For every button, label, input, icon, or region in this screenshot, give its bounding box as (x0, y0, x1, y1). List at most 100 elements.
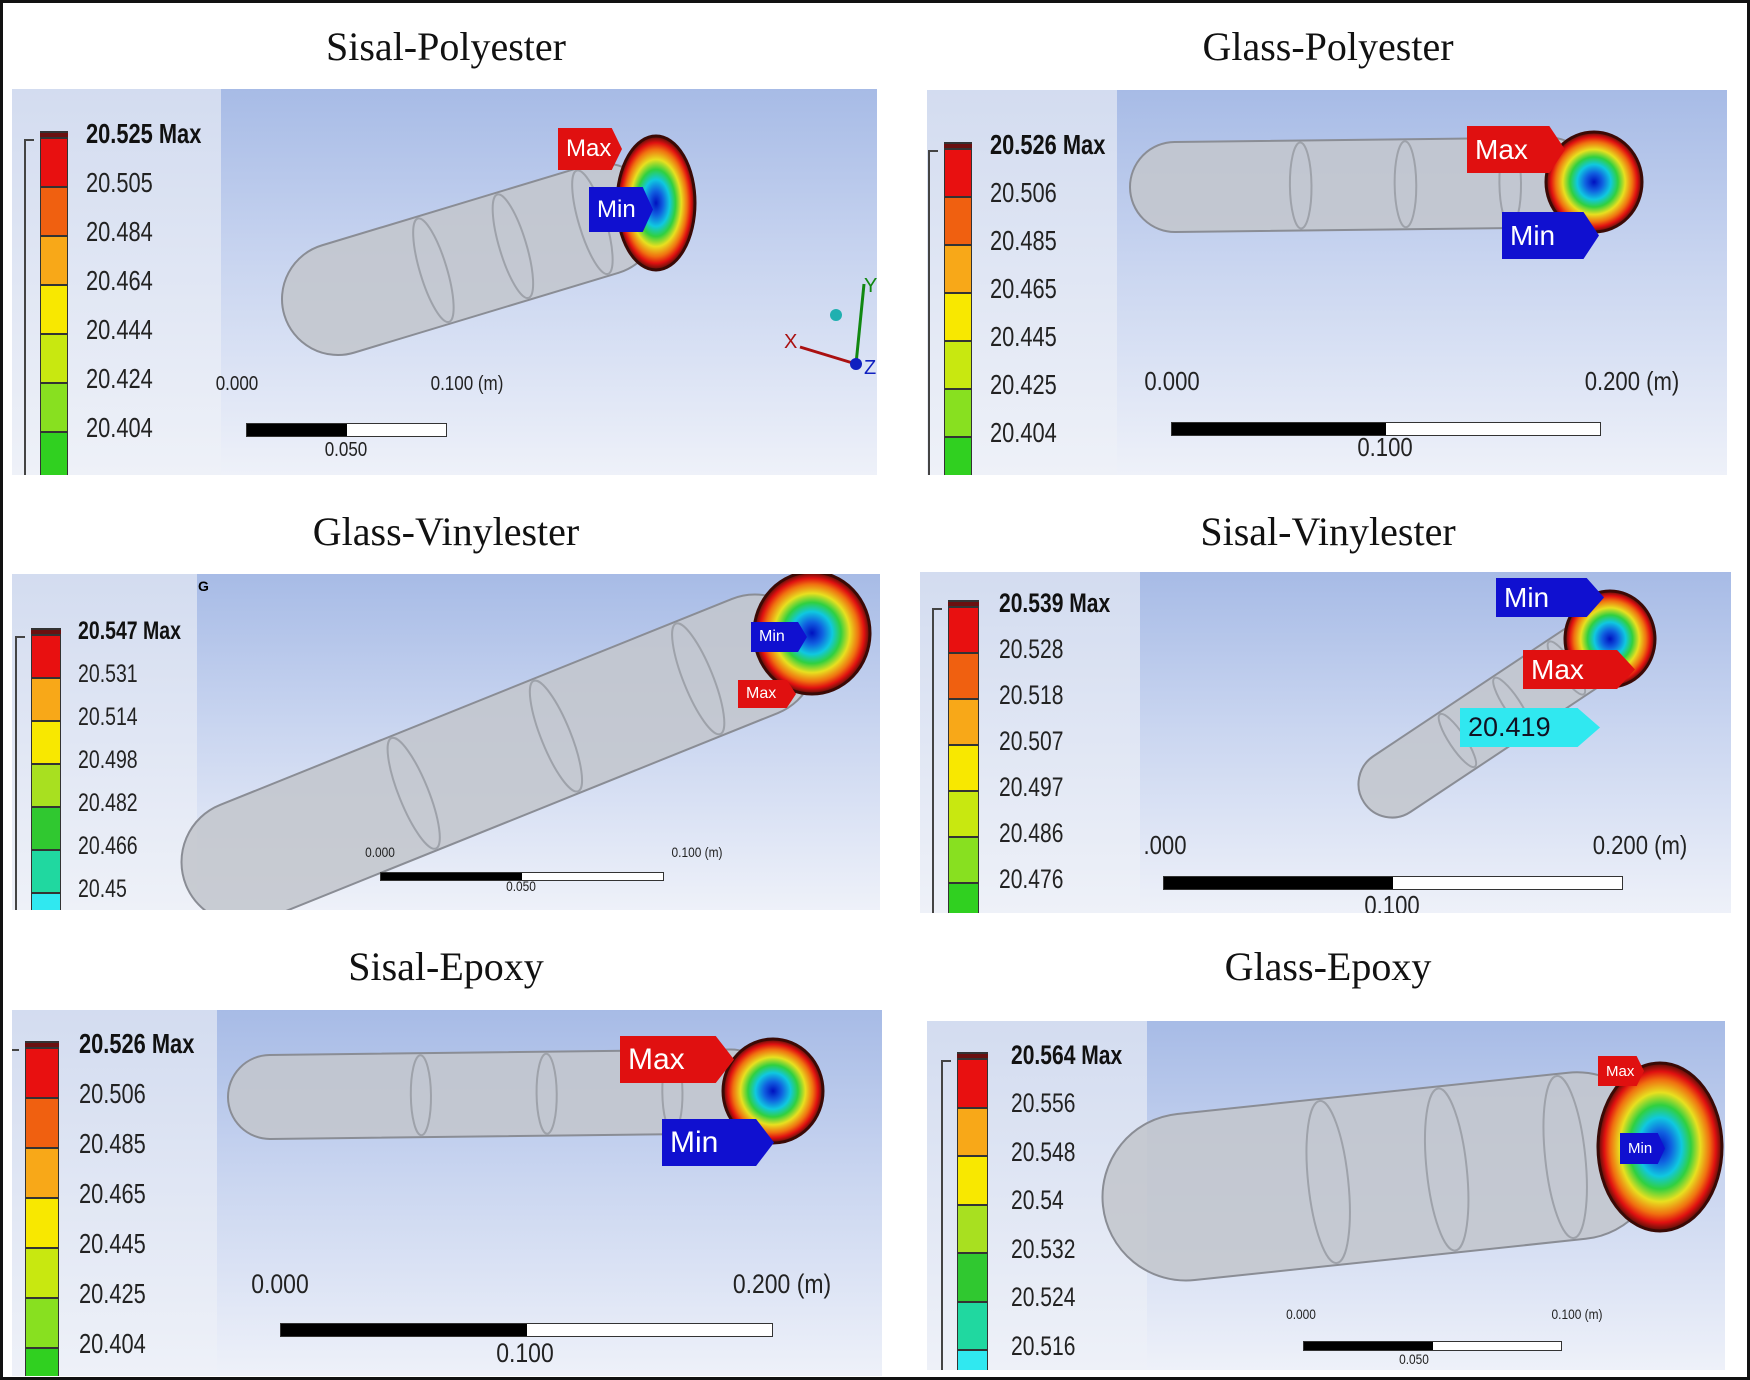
legend-color-segment (957, 1300, 988, 1349)
scale-bar (1171, 422, 1601, 436)
legend-color-segment (40, 284, 68, 333)
legend-color-segment (31, 634, 61, 677)
legend-value-label: 20.506 (990, 177, 1057, 209)
axis-label-z: Z (864, 357, 877, 379)
legend-value-label: 20.486 (999, 817, 1064, 848)
scale-mid-label: 0.050 (1399, 1351, 1429, 1367)
axis-triad-icon (799, 283, 866, 370)
legend-value-label: 20.514 (78, 703, 138, 731)
tube-band (491, 193, 535, 300)
legend-color-segment (957, 1155, 988, 1204)
tube-band (1542, 1074, 1588, 1240)
legend-value-label: 20.485 (79, 1128, 146, 1160)
scale-bar (280, 1323, 773, 1337)
scale-bar (246, 423, 447, 437)
legend-value-label: 20.497 (999, 771, 1064, 802)
legend-value-label: 20.404 (79, 1328, 146, 1360)
legend-color-segment (25, 1297, 59, 1347)
legend-color-segment (31, 892, 61, 910)
legend-value-label: 20.404 (990, 417, 1057, 449)
scale-end-label: 0.200 (m) (732, 1269, 832, 1299)
legend-color-segment (40, 333, 68, 382)
legend-value-label: 20.445 (990, 321, 1057, 353)
legend-bracket (941, 1060, 951, 1370)
marker-tag-20-419: 20.419 (1460, 708, 1600, 747)
scale-bar (1303, 1341, 1562, 1351)
legend-color-segment (25, 1097, 59, 1147)
legend-max-label: 20.526 Max (79, 1028, 195, 1060)
legend-value-label: 20.532 (1011, 1233, 1076, 1264)
legend-bracket (24, 139, 34, 475)
legend-value-label: 20.531 (78, 660, 138, 688)
scale-mid-label: 0.050 (324, 439, 368, 461)
legend-max-strip (25, 1041, 59, 1049)
legend-max-label: 20.547 Max (78, 617, 181, 645)
legend-value-label: 20.524 (1011, 1282, 1076, 1313)
corner-mark: G (198, 578, 209, 594)
legend-color-segment (944, 292, 972, 340)
legend-color-segment (40, 235, 68, 284)
scale-end-label: 0.200 (m) (1592, 830, 1688, 860)
legend-color-segment (948, 790, 979, 836)
tube-model (1101, 1061, 1724, 1282)
legend-value-label: 20.425 (990, 369, 1057, 401)
legend-max-label: 20.564 Max (1011, 1039, 1123, 1070)
panel-title: Glass-Vinylester (312, 509, 580, 554)
marker-tag-min: Min (662, 1119, 774, 1166)
scale-mid-label: 0.050 (506, 878, 536, 894)
rotation-center-dot (830, 309, 842, 321)
scale-end-label: 0.100 (m) (1551, 1306, 1603, 1322)
legend-color-segment (25, 1347, 59, 1376)
marker-tag-max: Max (1598, 1056, 1644, 1086)
marker-tag-min: Min (1620, 1133, 1665, 1164)
legend-color-segment (944, 244, 972, 292)
scale-start-label: 0.000 (365, 844, 395, 860)
legend-bracket (12, 1049, 19, 1376)
legend-color-segment (31, 677, 61, 720)
panel-title: Sisal-Epoxy (348, 944, 544, 989)
legend-value-label: 20.476 (999, 863, 1064, 894)
legend-color-segment (957, 1058, 988, 1107)
legend-value-label: 20.404 (86, 412, 153, 444)
legend-color-segment (40, 186, 68, 235)
scale-mid-label: 0.100 (496, 1338, 554, 1368)
legend-max-label: 20.526 Max (990, 129, 1106, 161)
legend-color-segment (948, 652, 979, 698)
tube-band (1288, 141, 1313, 230)
legend-color-segment (31, 806, 61, 849)
x-axis-arrow (799, 345, 857, 366)
legend-color-segment (957, 1252, 988, 1301)
marker-tag-min: Min (751, 622, 807, 652)
tube-model (1357, 589, 1657, 819)
tube-band (412, 217, 455, 324)
legend-color-segment (948, 836, 979, 882)
tube-band (1393, 140, 1418, 229)
scale-mid-label: 0.100 (1364, 890, 1420, 913)
legend-value-label: 20.445 (79, 1228, 146, 1260)
legend-color-segment (31, 849, 61, 892)
legend-color-segment (957, 1106, 988, 1155)
scale-end-label: 0.100 (m) (671, 844, 723, 860)
z-axis-dot (850, 358, 862, 370)
legend-value-label: 20.465 (79, 1178, 146, 1210)
legend-value-label: 20.528 (999, 633, 1064, 664)
legend-color-segment (944, 196, 972, 244)
legend-color-segment (948, 698, 979, 744)
legend-value-label: 20.505 (86, 167, 153, 199)
tube-model (281, 134, 697, 356)
legend-color-segment (957, 1349, 988, 1370)
legend-max-strip (948, 600, 979, 608)
tube-band (1424, 1087, 1470, 1252)
legend-bracket (932, 608, 942, 913)
legend-color-segment (25, 1047, 59, 1097)
legend-color-segment (31, 763, 61, 806)
legend-color-segment (944, 148, 972, 196)
axis-label-y: Y (864, 275, 877, 297)
legend-value-label: 20.507 (999, 725, 1064, 756)
legend-value-label: 20.466 (78, 832, 138, 860)
legend-bracket (928, 150, 938, 475)
